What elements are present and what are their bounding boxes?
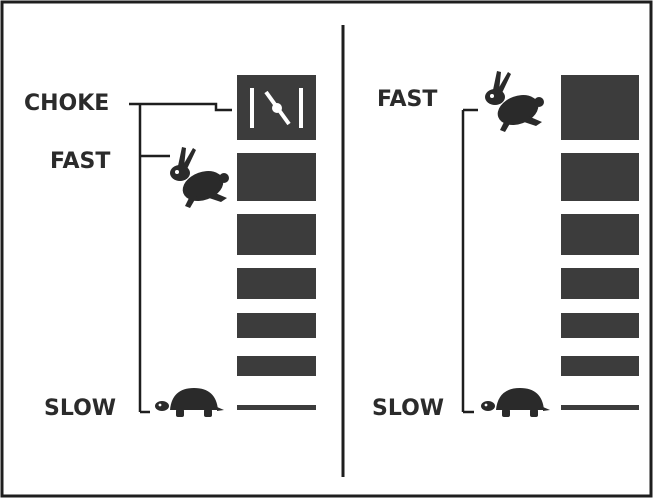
fast-label: FAST xyxy=(50,149,110,174)
throttle-bar xyxy=(561,75,639,140)
right-bracket xyxy=(461,108,478,414)
throttle-bar xyxy=(237,356,316,376)
left-bracket xyxy=(129,102,232,414)
throttle-bar xyxy=(237,153,316,201)
slow-label: SLOW xyxy=(44,396,116,421)
throttle-bar xyxy=(561,268,639,299)
throttle-bar xyxy=(561,405,639,410)
turtle-icon xyxy=(481,388,550,417)
choke-position xyxy=(237,75,316,140)
throttle-bar xyxy=(237,313,316,338)
throttle-bar xyxy=(561,214,639,255)
right-panel: FAST SLOW xyxy=(372,71,639,421)
throttle-bar xyxy=(237,214,316,255)
throttle-bar xyxy=(561,313,639,338)
throttle-bar xyxy=(237,405,316,410)
rabbit-icon xyxy=(170,147,229,208)
throttle-bar xyxy=(561,153,639,201)
rabbit-icon xyxy=(485,71,544,132)
choke-icon xyxy=(250,88,303,128)
left-throttle-bars xyxy=(237,153,316,410)
left-panel: CHOKE FAST SLOW xyxy=(24,75,316,421)
choke-leader-line xyxy=(129,102,232,112)
throttle-bar xyxy=(561,356,639,376)
throttle-bar xyxy=(237,268,316,299)
turtle-icon xyxy=(155,388,224,417)
right-throttle-bars xyxy=(561,75,639,410)
fast-label: FAST xyxy=(377,87,437,112)
slow-label: SLOW xyxy=(372,396,444,421)
choke-label: CHOKE xyxy=(24,91,109,116)
